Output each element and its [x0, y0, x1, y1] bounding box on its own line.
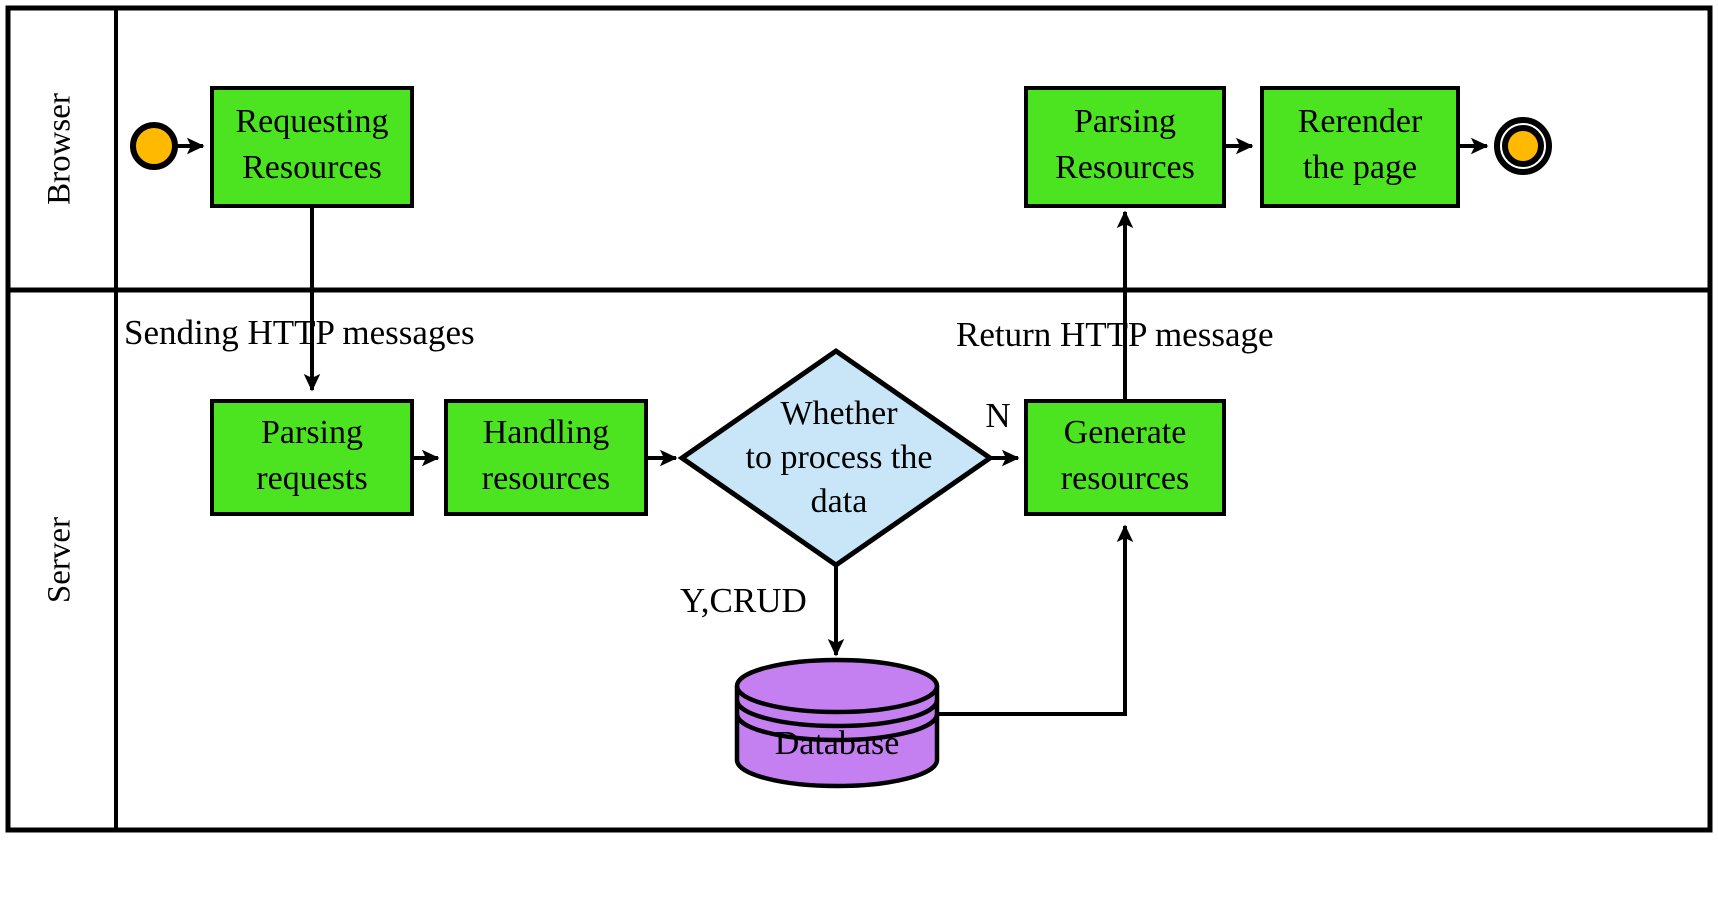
task-requesting-resources[interactable]: Requesting Resources [210, 86, 414, 208]
task-requesting-resources-label-2: Resources [242, 149, 382, 186]
task-parsing-resources[interactable]: Parsing Resources [1024, 86, 1226, 208]
task-generate-resources-label-2: resources [1061, 460, 1189, 497]
edge-label-return-http: Return HTTP message [956, 315, 1274, 354]
task-parsing-requests-label-2: requests [256, 460, 367, 497]
task-requesting-resources-box[interactable] [210, 86, 414, 208]
task-requesting-resources-label-1: Requesting [236, 103, 389, 140]
edge-label-sending-http: Sending HTTP messages [124, 313, 475, 352]
end-event-icon[interactable] [1502, 125, 1544, 167]
database-store-disk-line-1 [734, 699, 940, 729]
pool-outer-border [5, 5, 1713, 833]
database-store-label: Database [775, 725, 900, 762]
start-event[interactable] [130, 122, 178, 170]
task-rerender-page-label-1: Rerender [1298, 103, 1423, 140]
gateway-whether-process-data[interactable]: Whether to process the data [677, 347, 995, 569]
end-event[interactable] [1494, 117, 1552, 175]
task-parsing-resources-label-1: Parsing [1074, 103, 1176, 140]
task-parsing-resources-box[interactable] [1024, 86, 1226, 208]
end-event-outer-ring [1494, 117, 1552, 175]
branch-label-no: N [985, 396, 1010, 435]
gateway-label-3: data [811, 483, 868, 520]
database-store[interactable]: Database [734, 657, 940, 789]
lane-label-server: Server [42, 517, 78, 603]
lane-label-server-text: Server [42, 517, 78, 603]
task-handling-resources[interactable]: Handling resources [444, 399, 648, 516]
task-rerender-page-label-2: the page [1303, 149, 1417, 186]
task-generate-resources[interactable]: Generate resources [1024, 399, 1226, 516]
task-handling-resources-box[interactable] [444, 399, 648, 516]
task-handling-resources-label-2: resources [482, 460, 610, 497]
task-generate-resources-label-1: Generate [1064, 414, 1187, 451]
lane-label-browser-text: Browser [42, 93, 78, 205]
task-parsing-requests[interactable]: Parsing requests [210, 399, 414, 516]
database-store-body[interactable] [734, 657, 940, 789]
task-parsing-requests-label-1: Parsing [261, 414, 363, 451]
gateway-label-1: Whether [780, 395, 898, 432]
task-handling-resources-label-1: Handling [483, 414, 610, 451]
database-store-disk-line-2 [734, 713, 940, 743]
database-store-top-ellipse [734, 685, 940, 715]
flow-database-to-generate [937, 524, 1134, 716]
branch-label-yes-crud: Y,CRUD [680, 581, 807, 620]
task-generate-resources-box[interactable] [1024, 399, 1226, 516]
task-rerender-page[interactable]: Rerender the page [1260, 86, 1460, 208]
lane-label-browser: Browser [42, 93, 78, 205]
pool-frame [5, 5, 1713, 833]
gateway-label-2: to process the [746, 439, 933, 476]
task-parsing-resources-label-2: Resources [1055, 149, 1195, 186]
start-event-icon[interactable] [130, 122, 178, 170]
